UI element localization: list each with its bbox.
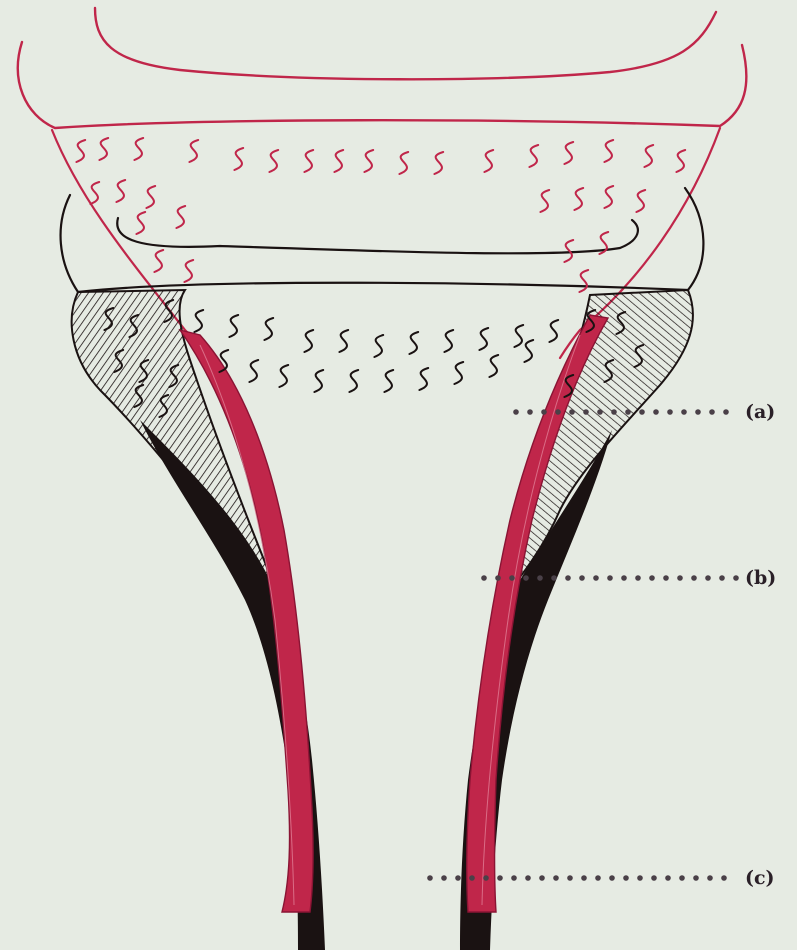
leader-dot (625, 409, 631, 415)
leader-dot (719, 575, 725, 581)
leader-dot (565, 575, 571, 581)
leader-dot (555, 409, 561, 415)
leader-dot (665, 875, 671, 881)
leader-dot (495, 575, 501, 581)
leader-dot (569, 409, 575, 415)
leader-dot (509, 575, 515, 581)
leader-dot (427, 875, 433, 881)
leader-dot (553, 875, 559, 881)
leader-dot (583, 409, 589, 415)
leader-dot (597, 409, 603, 415)
leader-dot (707, 875, 713, 881)
leader-dot (705, 575, 711, 581)
leader-dot (635, 575, 641, 581)
leader-dot (455, 875, 461, 881)
leader-dot (733, 575, 739, 581)
leader-dot (513, 409, 519, 415)
leader-dot (497, 875, 503, 881)
leader-dot (525, 875, 531, 881)
leader-dot (539, 875, 545, 881)
leader-dot (469, 875, 475, 881)
leader-dot (663, 575, 669, 581)
leader-dot (579, 575, 585, 581)
leader-dot (537, 575, 543, 581)
leader-dot (511, 875, 517, 881)
leader-dot (621, 575, 627, 581)
leader-dot (441, 875, 447, 881)
leader-dot (721, 875, 727, 881)
leader-dot (723, 409, 729, 415)
leader-dot (607, 575, 613, 581)
leader-dot (639, 409, 645, 415)
leader-dot (637, 875, 643, 881)
leader-dot (677, 575, 683, 581)
leader-dot (593, 575, 599, 581)
leader-dot (667, 409, 673, 415)
leader-dot (693, 875, 699, 881)
leader-dot (567, 875, 573, 881)
leader-dot (679, 875, 685, 881)
leader-dot (681, 409, 687, 415)
leader-dot (581, 875, 587, 881)
leader-dot (483, 875, 489, 881)
label-b: (b) (745, 567, 776, 589)
leader-dot (653, 409, 659, 415)
leader-dot (551, 575, 557, 581)
leader-dot (541, 409, 547, 415)
leader-dot (609, 875, 615, 881)
label-a: (a) (745, 401, 775, 423)
leader-dot (527, 409, 533, 415)
label-c: (c) (745, 867, 775, 889)
leader-dot (691, 575, 697, 581)
leader-dot (623, 875, 629, 881)
leader-dot (649, 575, 655, 581)
leader-dot (523, 575, 529, 581)
leader-dot (651, 875, 657, 881)
leader-dot (695, 409, 701, 415)
leader-dot (595, 875, 601, 881)
leader-dot (481, 575, 487, 581)
leader-dot (709, 409, 715, 415)
leader-dot (611, 409, 617, 415)
